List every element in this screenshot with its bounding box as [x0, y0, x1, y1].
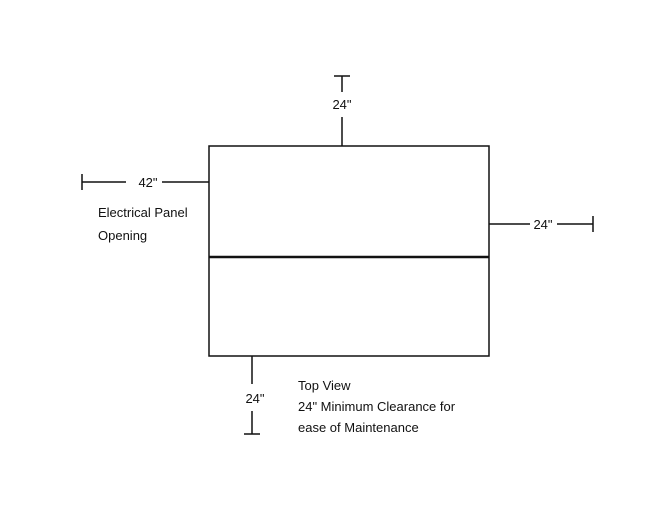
- view-note-line1: Top View: [298, 378, 351, 393]
- right-dimension-label: 24": [533, 217, 552, 232]
- top-dimension-label: 24": [332, 97, 351, 112]
- electrical-panel-label-line1: Electrical Panel: [98, 205, 188, 220]
- bottom-dimension-label: 24": [245, 391, 264, 406]
- bottom-dimension: 24": [244, 356, 265, 435]
- left-dimension-label: 42": [138, 175, 157, 190]
- view-note-line2: 24" Minimum Clearance for: [298, 399, 456, 414]
- unit-outline: [208, 145, 490, 357]
- left-dimension: 42": [81, 174, 209, 190]
- view-note-line3: ease of Maintenance: [298, 420, 419, 435]
- electrical-panel-label-line2: Opening: [98, 228, 147, 243]
- right-dimension: 24": [489, 216, 594, 232]
- top-dimension: 24": [332, 75, 352, 146]
